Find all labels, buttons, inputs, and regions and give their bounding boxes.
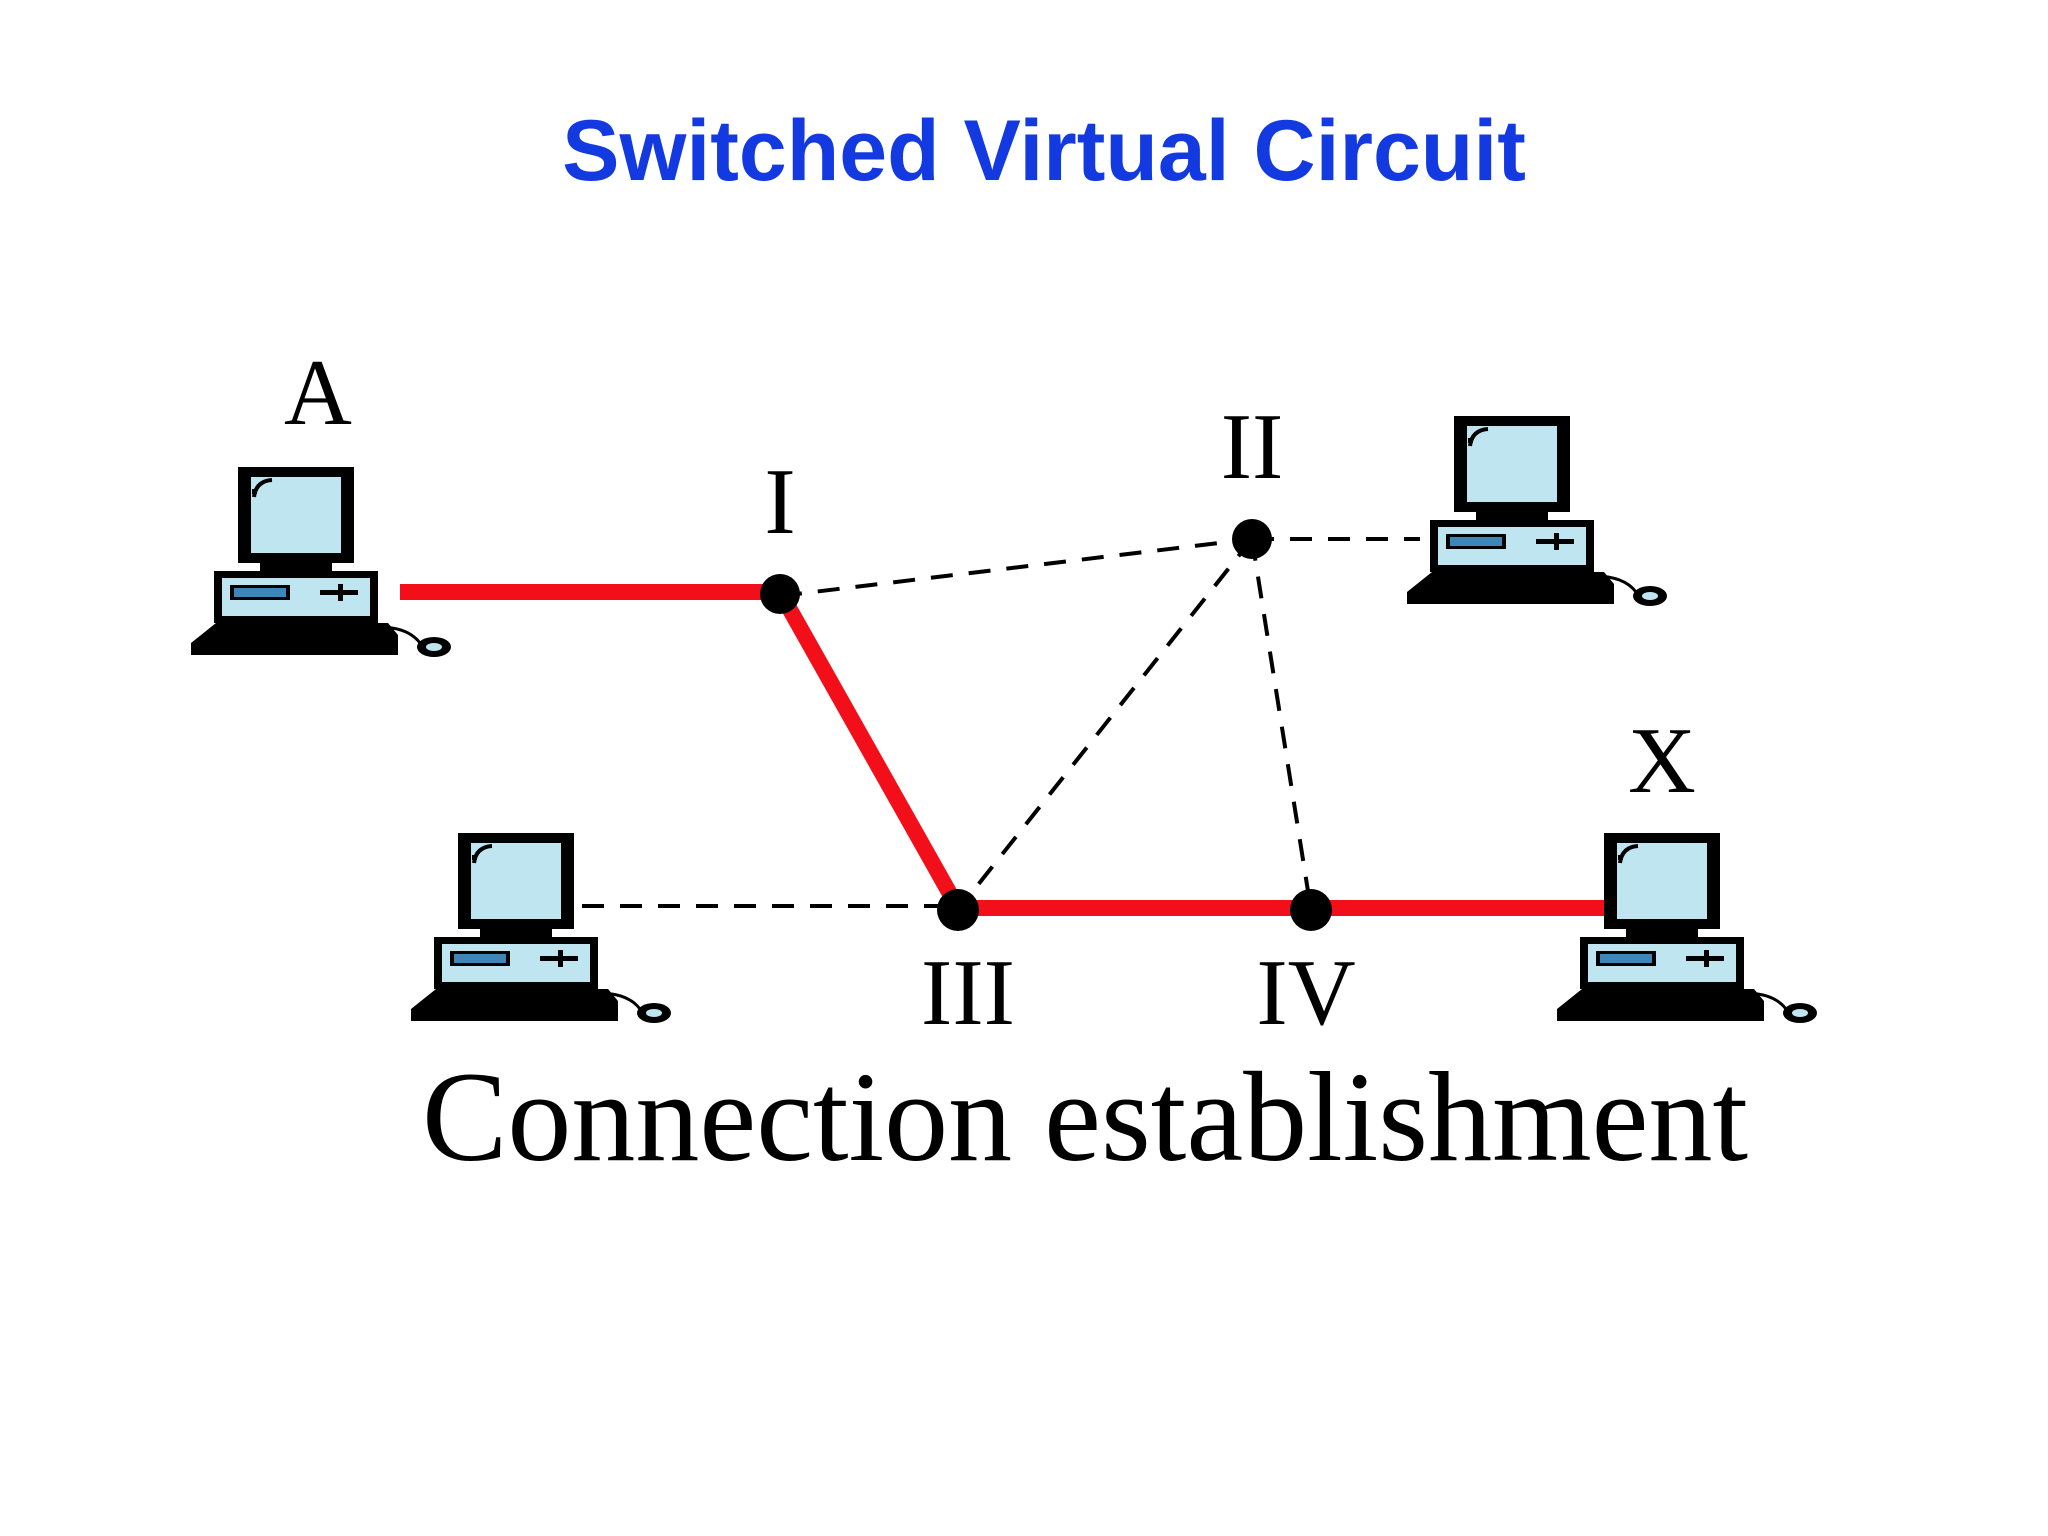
diagram-caption: Connection establishment	[422, 1046, 1748, 1188]
switch-label-ii: II	[1221, 395, 1284, 499]
dashed-links	[582, 537, 1420, 912]
switch-nodes	[760, 519, 1332, 931]
desktop-computer-icon	[409, 831, 673, 1025]
link-i-ii	[779, 537, 1253, 598]
desktop-computer-icon	[189, 465, 453, 659]
switch-label-iii: III	[921, 941, 1015, 1045]
switch-label-iv: IV	[1256, 941, 1355, 1045]
switch-label-i: I	[764, 450, 795, 554]
link-ii-iv	[1250, 538, 1313, 911]
switch-node-iii	[937, 889, 979, 931]
host-label-x: X	[1628, 709, 1696, 813]
slide-title: Switched Virtual Circuit	[562, 103, 1526, 199]
host-label-a: A	[284, 341, 352, 445]
link-ii-iii	[956, 537, 1254, 912]
desktop-computer-icon	[1405, 414, 1669, 608]
switch-node-iv	[1290, 889, 1332, 931]
desktop-computer-icon	[1555, 831, 1819, 1025]
switch-node-i	[760, 574, 800, 614]
established-path	[400, 584, 1604, 916]
switch-node-ii	[1232, 519, 1272, 559]
